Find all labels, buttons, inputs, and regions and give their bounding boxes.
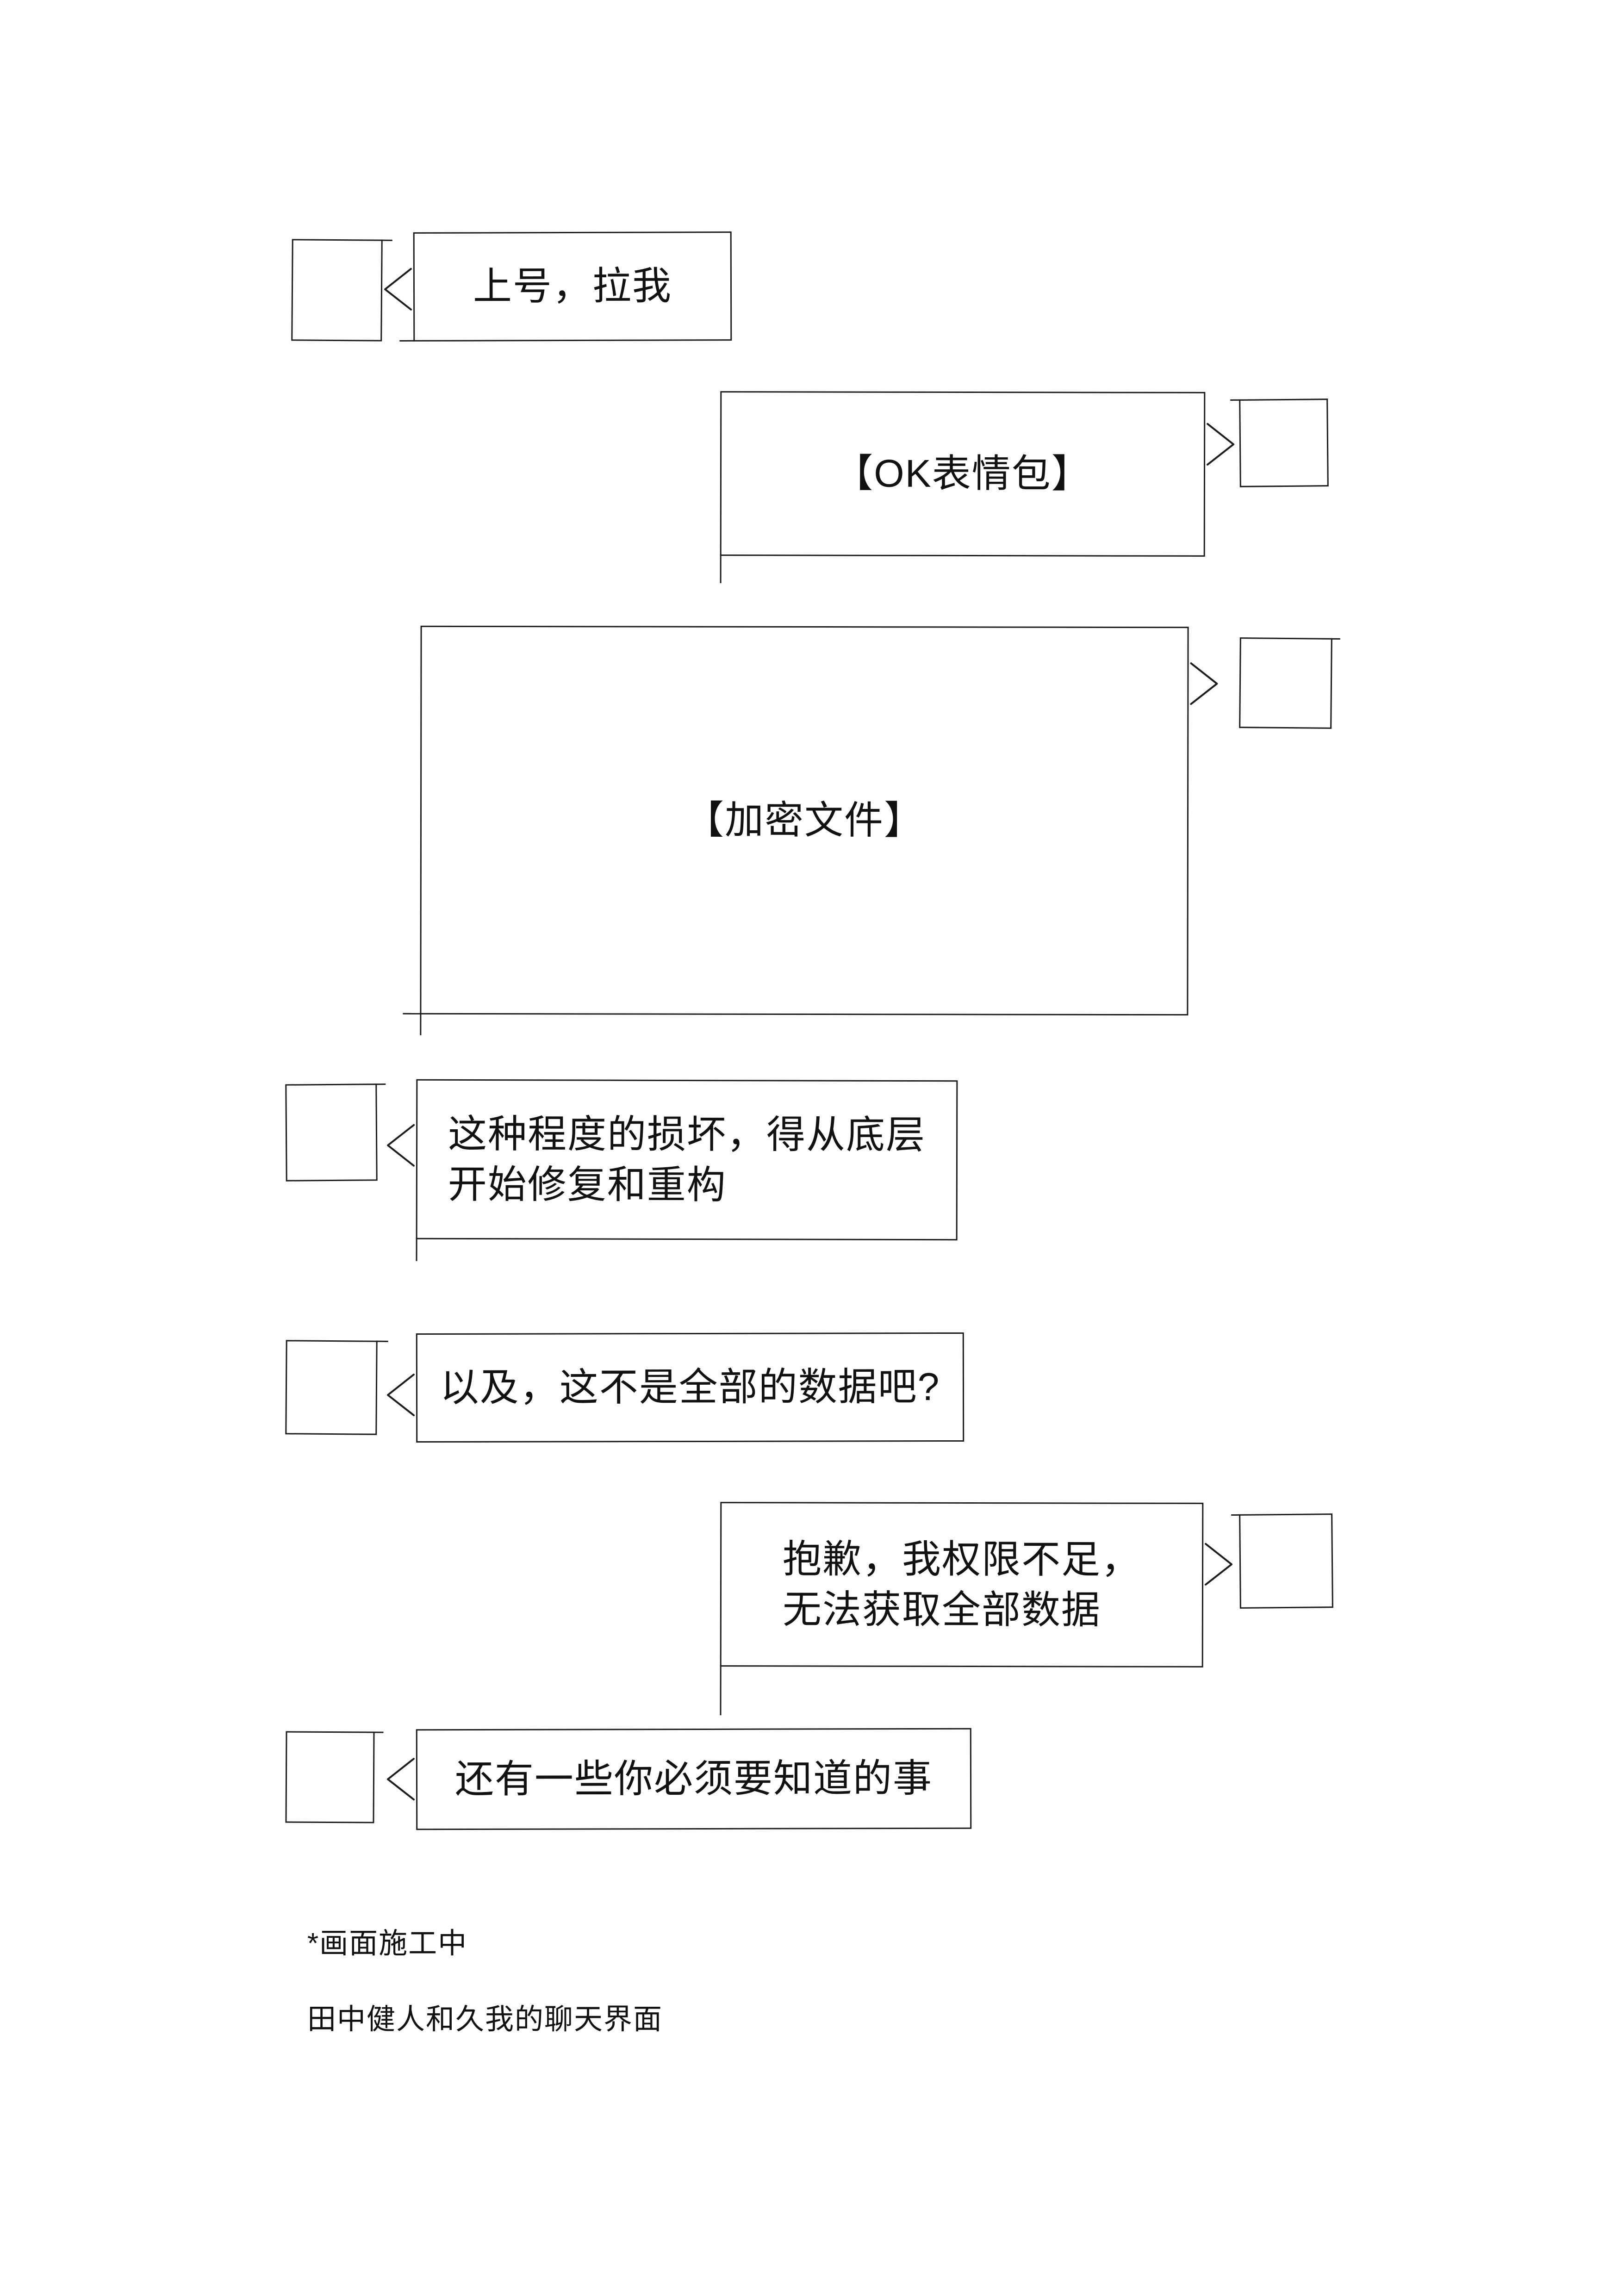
sketch-stroke xyxy=(720,554,722,584)
bubble-tail-icon xyxy=(386,1758,415,1801)
message-bubble: 抱歉，我权限不足， 无法获取全部数据 xyxy=(720,1502,1233,1716)
avatar[interactable] xyxy=(291,239,392,342)
avatar[interactable] xyxy=(285,1083,386,1182)
sketch-stroke xyxy=(399,340,415,342)
sketch-stroke xyxy=(1231,1514,1241,1516)
sticker-message[interactable]: 【OK表情包】 xyxy=(720,391,1235,584)
sketch-stroke xyxy=(420,1013,422,1035)
avatar[interactable] xyxy=(285,1731,384,1823)
message-text: 抱歉，我权限不足， 无法获取全部数据 xyxy=(782,1537,1141,1632)
message-text: 还有一些你必须要知道的事 xyxy=(454,1756,933,1801)
message-text: 【加密文件】 xyxy=(685,798,924,842)
sketch-stroke xyxy=(720,1665,722,1716)
avatar[interactable] xyxy=(285,1340,388,1435)
message-bubble: 这种程度的损坏，得从底层 开始修复和重构 xyxy=(387,1079,958,1261)
sketch-stroke xyxy=(376,1340,388,1342)
sketch-stroke xyxy=(403,1013,422,1014)
message-text: 以及，这不是全部的数据吧? xyxy=(440,1365,940,1410)
bubble-tail-icon xyxy=(387,1374,415,1417)
sketch-stroke xyxy=(416,1238,417,1261)
message-text: 这种程度的损坏，得从底层 开始修复和重构 xyxy=(448,1112,926,1207)
sketch-stroke xyxy=(373,1731,384,1733)
avatar[interactable] xyxy=(1239,637,1340,729)
caption-note: 田中健人和久我的聊天界面 xyxy=(307,2004,663,2035)
message-bubble: 上号，拉我 xyxy=(384,231,732,342)
construction-note: *画面施工中 xyxy=(307,1928,468,1960)
sketch-stroke xyxy=(1331,638,1340,640)
sketch-stroke xyxy=(1230,399,1241,401)
encrypted-file-attachment[interactable]: 【加密文件】 xyxy=(403,625,1218,1035)
sketch-stroke xyxy=(375,1083,386,1085)
message-bubble: 以及，这不是全部的数据吧? xyxy=(387,1332,965,1443)
bubble-tail-icon xyxy=(1205,1543,1233,1586)
message-text: 上号，拉我 xyxy=(473,264,672,308)
avatar[interactable] xyxy=(1230,398,1329,487)
bubble-tail-icon xyxy=(1190,662,1218,705)
message-bubble: 还有一些你必须要知道的事 xyxy=(386,1728,972,1830)
sketch-stroke xyxy=(381,239,392,241)
message-text: 【OK表情包】 xyxy=(834,451,1091,496)
bubble-tail-icon xyxy=(384,268,412,311)
bubble-tail-icon xyxy=(1207,423,1235,466)
bubble-tail-icon xyxy=(387,1124,415,1167)
avatar[interactable] xyxy=(1231,1513,1333,1609)
